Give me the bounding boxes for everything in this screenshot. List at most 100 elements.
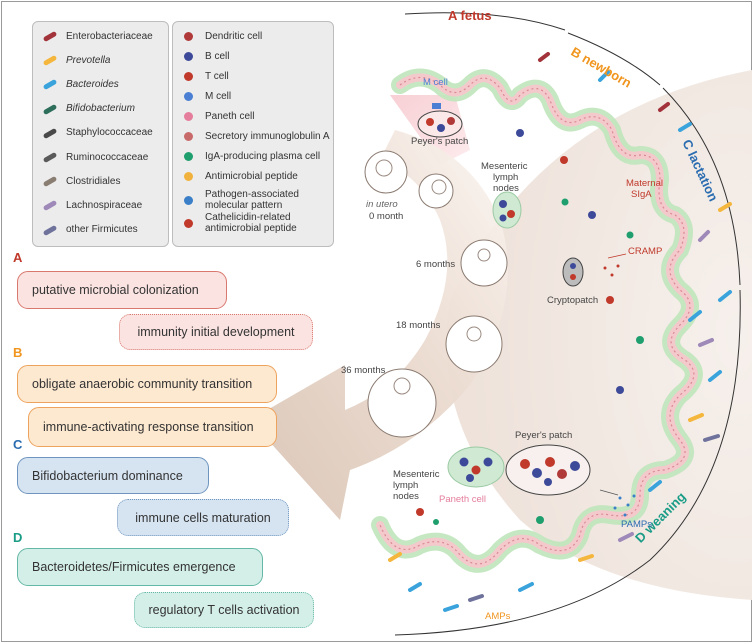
mesenteric-top-label-3: nodes bbox=[493, 183, 519, 194]
legend-bacteria-label: other Firmicutes bbox=[66, 224, 138, 236]
amps-label: AMPs bbox=[485, 611, 511, 622]
cramp-label: CRAMP bbox=[628, 246, 663, 257]
legend-bacteria-label: Clostridiales bbox=[66, 175, 121, 187]
m-cell-label: M cell bbox=[423, 77, 448, 88]
legend-bacteria-item: Lachnospiraceae bbox=[40, 198, 142, 212]
bacteroides-icon bbox=[40, 77, 60, 91]
b-cell-icon bbox=[179, 49, 199, 63]
legend-bacteria-item: Prevotella bbox=[40, 53, 110, 67]
legend-bacteria-label: Ruminococcaceae bbox=[66, 151, 149, 163]
siga-icon bbox=[179, 129, 199, 143]
legend-bacteria-label: Enterobacteriaceae bbox=[66, 30, 153, 42]
legend-bacteria-item: Bifidobacterium bbox=[40, 102, 135, 116]
mesenteric-bottom-label-2: lymph bbox=[393, 480, 419, 491]
m-cell-icon bbox=[179, 89, 199, 103]
legend-immune-label: B cell bbox=[205, 50, 230, 62]
legend-bacteria-item: Ruminococcaceae bbox=[40, 150, 148, 164]
paneth-cell-label: Paneth cell bbox=[439, 494, 487, 505]
legend-immune-item: IgA-producing plasma cell bbox=[179, 149, 329, 163]
month36-label: 36 months bbox=[341, 365, 386, 376]
paneth-cell-icon bbox=[179, 109, 199, 123]
pamp-icon bbox=[179, 193, 199, 207]
section-letter: A bbox=[13, 250, 23, 265]
section-box: immunity initial development bbox=[119, 314, 313, 350]
clostridiales-icon bbox=[40, 174, 60, 188]
legend-immune-item: Paneth cell bbox=[179, 109, 329, 123]
firmicutes-icon bbox=[40, 223, 60, 237]
cryptopatch-label: Cryptopatch bbox=[547, 295, 599, 306]
month0-circle bbox=[418, 173, 454, 209]
mesenteric-top-label-2: lymph bbox=[493, 172, 519, 183]
pamp-dots bbox=[613, 494, 636, 517]
legend-bacteria-item: other Firmicutes bbox=[40, 223, 138, 237]
prevotella-icon bbox=[40, 53, 60, 67]
month36-circle bbox=[367, 368, 437, 438]
legend-bacteria-item: Enterobacteriaceae bbox=[40, 29, 153, 43]
legend-bacteria-label: Lachnospiraceae bbox=[66, 199, 143, 211]
legend-bacteria-item: Staphylococcaceae bbox=[40, 126, 153, 140]
section-box: obligate anaerobic community transition bbox=[17, 365, 277, 403]
month18-label: 18 months bbox=[396, 320, 441, 331]
legend-immune-label: Dendritic cell bbox=[205, 30, 263, 42]
legend-immune-label: Cathelicidin-related antimicrobial pepti… bbox=[205, 212, 297, 234]
section-box: putative microbial colonization bbox=[17, 271, 227, 309]
legend-immune-item: M cell bbox=[179, 89, 329, 103]
lachnospiraceae-icon bbox=[40, 198, 60, 212]
legend-bacteria-label: Bifidobacterium bbox=[66, 103, 135, 115]
cryptopatch bbox=[562, 257, 584, 287]
section-letter: C bbox=[13, 437, 23, 452]
peyers-patch-top-label: Peyer's patch bbox=[411, 136, 469, 147]
legend-immune-item: Dendritic cell bbox=[179, 29, 329, 43]
legend-immune-item: Cathelicidin-related antimicrobial pepti… bbox=[179, 212, 329, 234]
t-cell-icon bbox=[179, 69, 199, 83]
legend-immune-item: Pathogen-associated molecular pattern bbox=[179, 189, 329, 211]
maternal-siga-label-1: Maternal bbox=[626, 178, 663, 189]
month0-label: 0 month bbox=[369, 211, 404, 222]
timeline-stage-icons bbox=[364, 150, 508, 438]
section-letter: D bbox=[13, 530, 23, 545]
legend-immune-label: M cell bbox=[205, 90, 232, 102]
peyers-patch-bottom-label: Peyer's patch bbox=[515, 430, 573, 441]
stage-fetus: A fetus bbox=[448, 8, 492, 23]
staphylococcaceae-icon bbox=[40, 126, 60, 140]
in-utero-circle bbox=[364, 150, 408, 194]
mesenteric-bottom-label-3: nodes bbox=[393, 491, 419, 502]
legend-bacteria-label: Prevotella bbox=[66, 54, 111, 66]
month18-circle bbox=[445, 315, 503, 373]
cramp-dots bbox=[603, 264, 620, 277]
ruminococcaceae-icon bbox=[40, 150, 60, 164]
legend-immune-label: Paneth cell bbox=[205, 110, 255, 122]
peyers-patch-top bbox=[417, 110, 463, 138]
plasma-cell-icon bbox=[179, 149, 199, 163]
stage-fetus-letter: A bbox=[448, 8, 457, 23]
section-letter: B bbox=[13, 345, 23, 360]
mesenteric-bottom-label-1: Mesenteric bbox=[393, 469, 440, 480]
m-cell-top bbox=[432, 103, 441, 109]
section-box: immune cells maturation bbox=[117, 499, 289, 536]
mesenteric-node-top bbox=[492, 191, 522, 229]
pamps-label: PAMPs bbox=[621, 519, 652, 530]
month6-label: 6 months bbox=[416, 259, 456, 270]
legend-immune-item: T cell bbox=[179, 69, 329, 83]
immune-legend bbox=[172, 21, 334, 247]
legend-bacteria-item: Clostridiales bbox=[40, 174, 120, 188]
cramp-icon bbox=[179, 216, 199, 230]
legend-bacteria-label: Bacteroides bbox=[66, 78, 119, 90]
bacteria-outer bbox=[388, 52, 732, 612]
maternal-siga-label-2: SIgA bbox=[631, 189, 652, 200]
peyers-patch-bottom bbox=[505, 444, 591, 496]
section-box: immune-activating response transition bbox=[28, 407, 277, 447]
legend-immune-item: B cell bbox=[179, 49, 329, 63]
legend-immune-label: Antimicrobial peptide bbox=[205, 170, 298, 182]
legend-immune-label: Pathogen-associated molecular pattern bbox=[205, 189, 299, 211]
dendritic-cell-icon bbox=[179, 29, 199, 43]
mesenteric-top-label-1: Mesenteric bbox=[481, 161, 528, 172]
section-box: regulatory T cells activation bbox=[134, 592, 314, 628]
legend-bacteria-item: Bacteroides bbox=[40, 77, 119, 91]
legend-immune-label: T cell bbox=[205, 70, 229, 82]
legend-immune-label: Secretory immunoglobulin A bbox=[205, 130, 330, 142]
bifidobacterium-icon bbox=[40, 102, 60, 116]
timeline-arrow bbox=[250, 130, 508, 520]
amp-icon bbox=[179, 169, 199, 183]
